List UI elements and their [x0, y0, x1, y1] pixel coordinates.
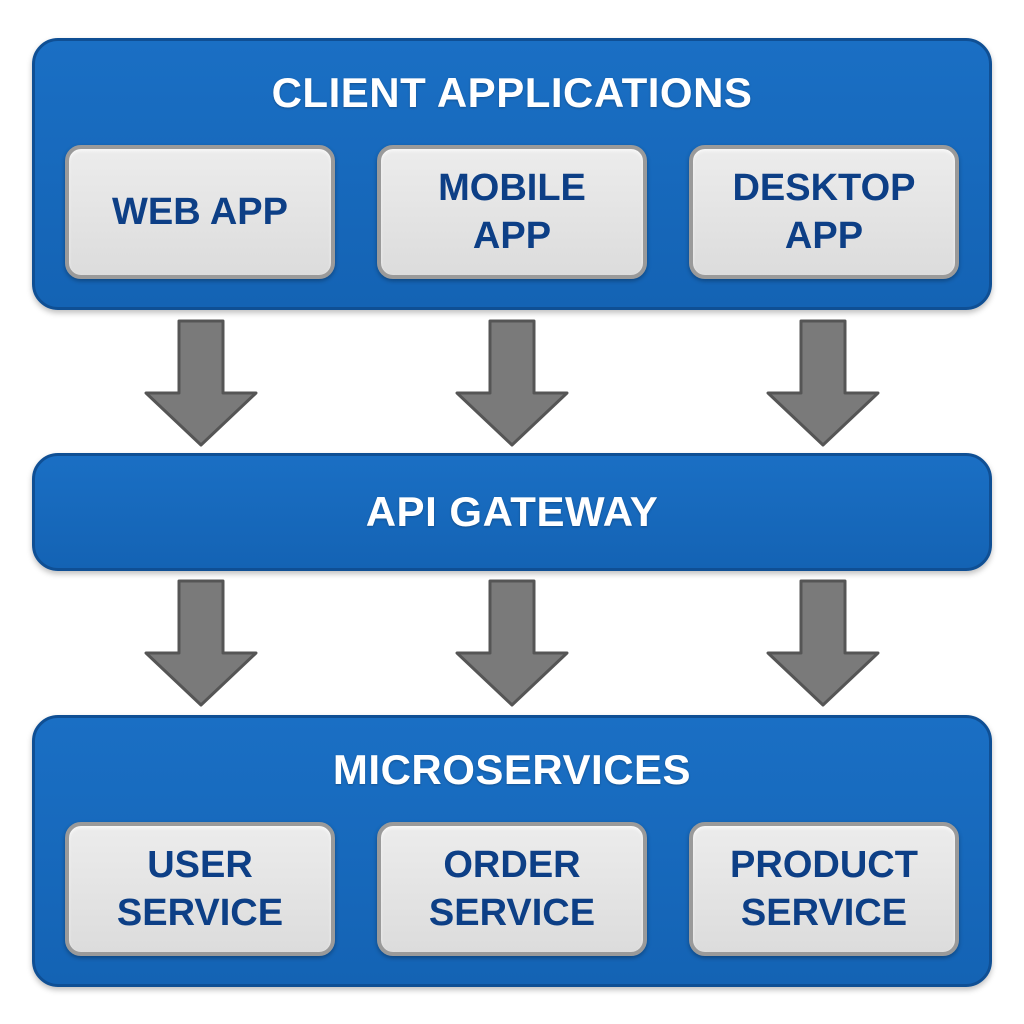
api-gateway-layer: API GATEWAY: [32, 453, 992, 571]
down-arrow-icon: [766, 579, 880, 707]
web-app-box: WEB APP: [65, 145, 335, 279]
api-gateway-title: API GATEWAY: [365, 488, 659, 535]
microservices-title: MICROSERVICES: [332, 746, 692, 793]
mobile-app-label: MOBILE APP: [438, 167, 586, 257]
user-service-label: USER SERVICE: [116, 844, 284, 934]
down-arrow-icon: [455, 579, 569, 707]
web-app-label: WEB APP: [112, 191, 288, 233]
product-service-label: PRODUCT SERVICE: [730, 844, 918, 934]
microservices-row: USER SERVICE ORDER SERVICE PRODUCT SERVI…: [65, 822, 959, 956]
microservices-layer: MICROSERVICES USER SERVICE ORDER SERVICE…: [32, 715, 992, 987]
down-arrow-icon: [144, 579, 258, 707]
mobile-app-box: MOBILE APP: [377, 145, 647, 279]
down-arrow-icon: [144, 319, 258, 447]
down-arrow-icon: [766, 319, 880, 447]
client-applications-row: WEB APP MOBILE APP DESKTOP APP: [65, 145, 959, 279]
desktop-app-box: DESKTOP APP: [689, 145, 959, 279]
down-arrow-icon: [455, 319, 569, 447]
order-service-box: ORDER SERVICE: [377, 822, 647, 956]
user-service-box: USER SERVICE: [65, 822, 335, 956]
client-applications-title: CLIENT APPLICATIONS: [271, 69, 753, 116]
product-service-box: PRODUCT SERVICE: [689, 822, 959, 956]
order-service-label: ORDER SERVICE: [428, 844, 596, 934]
client-applications-layer: CLIENT APPLICATIONS WEB APP MOBILE APP D…: [32, 38, 992, 310]
desktop-app-label: DESKTOP APP: [732, 167, 916, 257]
